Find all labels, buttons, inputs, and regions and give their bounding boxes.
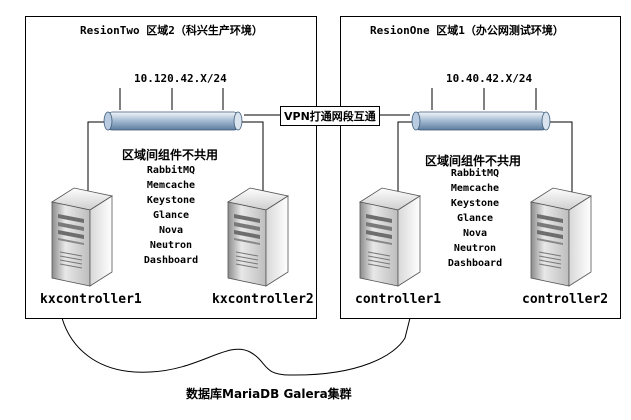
region-two-subnet: 10.120.42.X/24 — [134, 72, 227, 85]
component-item: Neutron — [149, 240, 193, 251]
component-item: Dashboard — [447, 258, 503, 269]
region-one-title: ResionOne 区域1（办公网测试环境） — [370, 24, 564, 37]
host-controller2: controller2 — [522, 292, 609, 307]
component-item: RabbitMQ — [146, 165, 196, 176]
component-item: Memcache — [146, 180, 196, 191]
region-one-subnet: 10.40.42.X/24 — [446, 72, 533, 85]
network-bus-icon — [411, 111, 551, 131]
host-kxcontroller2: kxcontroller2 — [212, 292, 314, 307]
server-icon — [227, 187, 289, 287]
region-one-components-title: 区域间组件不共用 — [425, 154, 522, 168]
region-one-component-list: RabbitMQ Memcache Keystone Glance Nova N… — [420, 166, 530, 271]
component-item: Neutron — [453, 243, 497, 254]
region-two-links — [87, 88, 264, 200]
component-item: RabbitMQ — [450, 168, 500, 179]
network-bus-icon — [103, 111, 243, 131]
database-cluster-link — [61, 317, 411, 376]
region-two-border — [25, 16, 317, 319]
component-item: Glance — [456, 213, 494, 224]
server-icon — [359, 187, 421, 287]
component-item: Glance — [152, 210, 190, 221]
component-item: Dashboard — [143, 255, 199, 266]
server-icon — [530, 187, 592, 287]
region-one-border — [340, 16, 621, 319]
component-item: Nova — [462, 228, 488, 239]
region-one-links — [397, 88, 573, 200]
host-controller1: controller1 — [355, 292, 442, 307]
component-item: Keystone — [450, 198, 500, 209]
component-item: Memcache — [450, 183, 500, 194]
component-item: Keystone — [146, 195, 196, 206]
region-two-components-title: 区域间组件不共用 — [122, 148, 219, 162]
vpn-label: VPN打通网段互通 — [280, 106, 380, 126]
region-two-title: ResionTwo 区域2（科兴生产环境） — [80, 24, 263, 37]
region-two-component-list: RabbitMQ Memcache Keystone Glance Nova N… — [116, 163, 226, 268]
component-item: Nova — [158, 225, 184, 236]
database-cluster-label: 数据库MariaDB Galera集群 — [186, 387, 352, 401]
host-kxcontroller1: kxcontroller1 — [40, 292, 142, 307]
server-icon — [51, 187, 113, 287]
